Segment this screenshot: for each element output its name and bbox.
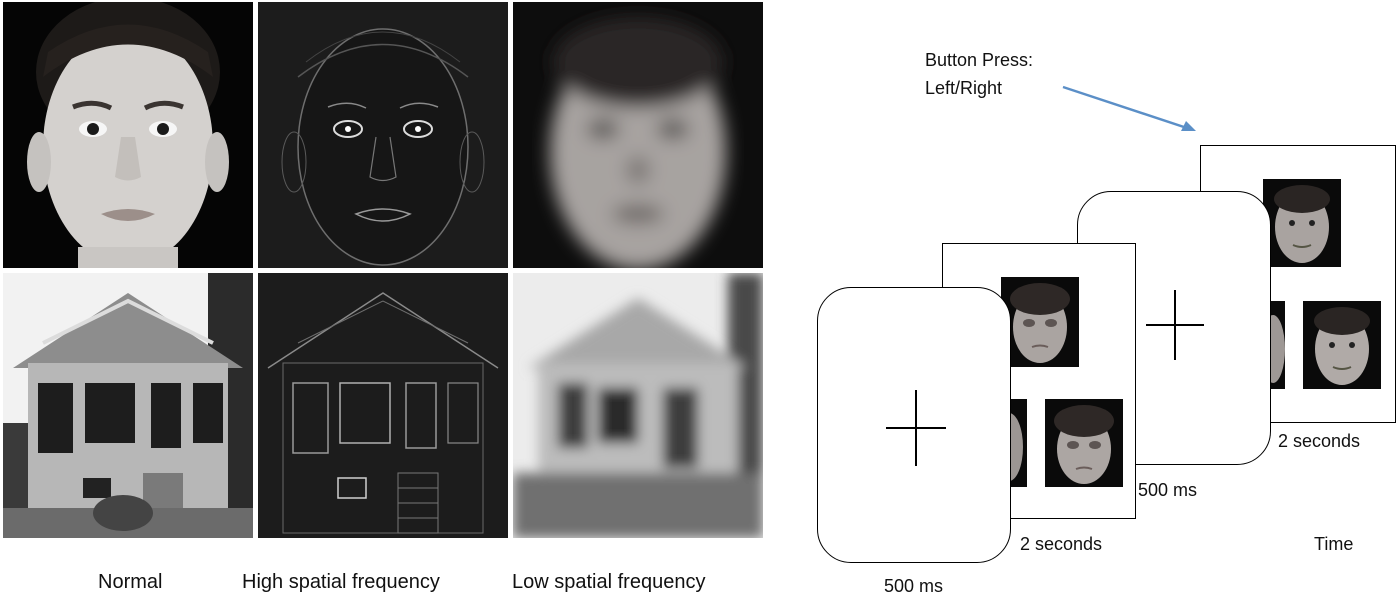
face-image-right (1303, 301, 1381, 389)
duration-label-faces-2: 2 seconds (1278, 431, 1361, 451)
button-press-label: Button Press: (925, 50, 1034, 70)
house-high-spatial-frequency-image (258, 273, 508, 538)
face-low-spatial-frequency-image (513, 2, 763, 268)
face-image-top (1263, 179, 1341, 267)
button-press-arrow-icon (1062, 85, 1196, 131)
house-low-spatial-frequency-image (513, 273, 763, 538)
caption-high-spatial-frequency: High spatial frequency (242, 571, 440, 593)
house-normal-image (3, 273, 253, 538)
duration-label-faces-1: 2 seconds (1020, 534, 1103, 554)
face-image-top (1001, 277, 1079, 367)
duration-label-fixation-1: 500 ms (884, 576, 944, 596)
button-press-sublabel: Left/Right (925, 78, 1003, 98)
caption-low-spatial-frequency: Low spatial frequency (512, 571, 706, 593)
fixation-cross-icon (1146, 290, 1204, 360)
face-image-right (1045, 399, 1123, 487)
duration-label-fixation-2: 500 ms (1138, 480, 1198, 500)
face-normal-image (3, 2, 253, 268)
caption-normal: Normal (98, 571, 163, 593)
face-high-spatial-frequency-image (258, 2, 508, 268)
time-label: Time (1314, 534, 1354, 554)
fixation-cross-icon (886, 390, 946, 466)
fixation-frame-1 (817, 287, 1011, 563)
